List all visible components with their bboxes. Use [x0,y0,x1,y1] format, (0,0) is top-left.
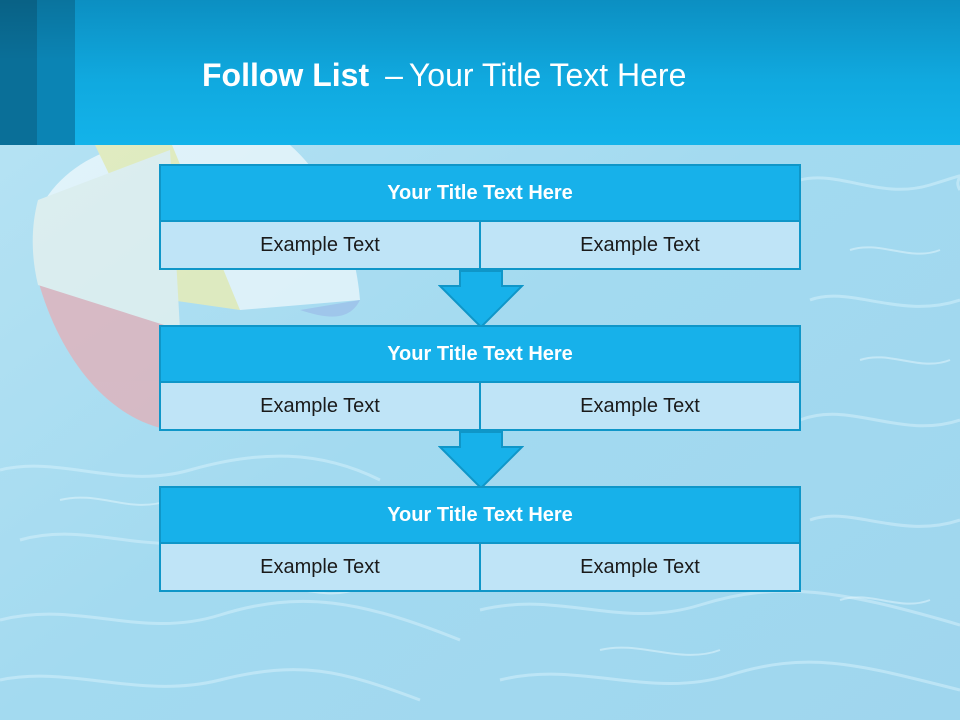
diagram-block: Your Title Text Here Example Text Exampl… [159,325,801,431]
block-cell: Example Text [479,381,801,431]
down-arrow-icon [438,431,524,489]
diagram-block: Your Title Text Here Example Text Exampl… [159,164,801,270]
block-title: Your Title Text Here [159,486,801,544]
block-title: Your Title Text Here [159,325,801,383]
block-cell: Example Text [159,220,481,270]
diagram-block: Your Title Text Here Example Text Exampl… [159,486,801,592]
block-cell: Example Text [159,381,481,431]
slide-header: Follow List–Your Title Text Here [0,0,960,145]
slide-title: Follow List–Your Title Text Here [202,55,686,95]
slide-title-bold: Follow List [202,57,370,93]
down-arrow-icon [438,270,524,328]
block-cell: Example Text [479,542,801,592]
block-row: Example Text Example Text [159,220,801,270]
block-cell: Example Text [159,542,481,592]
header-accent-strip [37,0,75,145]
block-cell: Example Text [479,220,801,270]
block-title: Your Title Text Here [159,164,801,222]
header-accent-strip [0,0,37,145]
block-row: Example Text Example Text [159,381,801,431]
slide-title-separator: – [385,57,403,93]
block-row: Example Text Example Text [159,542,801,592]
slide-title-rest: Your Title Text Here [408,57,687,93]
